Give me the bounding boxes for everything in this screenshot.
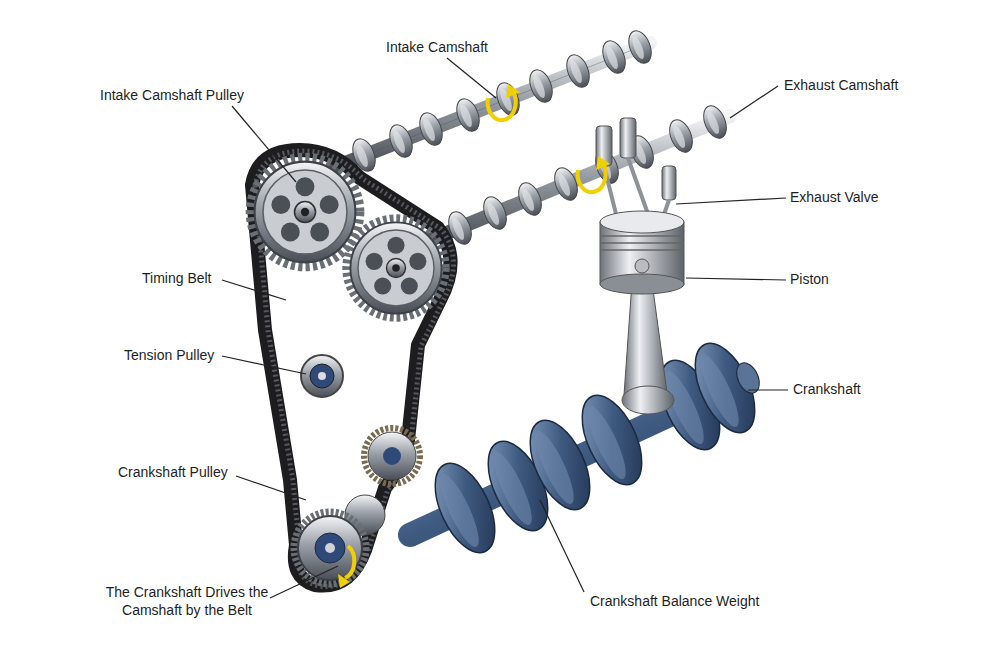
- intake-camshaft: [415, 110, 446, 149]
- part-label: Piston: [790, 270, 829, 288]
- tension-pulley: [310, 364, 334, 388]
- part-label: Timing Belt: [142, 269, 212, 287]
- leader-line: [222, 58, 788, 598]
- arrow-head: [338, 574, 350, 588]
- piston-assembly: [600, 242, 684, 244]
- piston-assembly: [622, 386, 674, 414]
- part-label: Intake Camshaft: [386, 38, 488, 56]
- arrow-head: [596, 156, 610, 170]
- crankshaft: [683, 334, 767, 441]
- intake-camshaft: [492, 80, 523, 119]
- part-label: Crankshaft: [793, 380, 861, 398]
- exhaust-camshaft: [665, 116, 696, 155]
- leader-line: [270, 566, 338, 598]
- piston-assembly: [600, 274, 684, 294]
- arrow-head: [506, 84, 520, 98]
- intake-camshaft: [335, 43, 650, 167]
- idler-gear: [368, 432, 416, 480]
- leader-line: [222, 356, 306, 374]
- part-label: Crankshaft Pulley: [118, 463, 228, 481]
- exhaust-camshaft: [699, 102, 730, 141]
- rotation-arrow: [345, 546, 354, 578]
- tension-pulley: [318, 372, 326, 380]
- leader-line: [222, 280, 286, 300]
- intake-camshaft: [562, 52, 593, 91]
- part-label: Exhaust Valve: [790, 188, 878, 206]
- crankshaft: [732, 359, 764, 396]
- part-label: Crankshaft Balance Weight: [590, 592, 759, 610]
- leader-line: [676, 198, 786, 204]
- valve-assembly: [662, 166, 676, 200]
- piston-assembly: [600, 211, 684, 233]
- leader-line: [447, 58, 496, 98]
- intake-camshaft: [598, 38, 629, 77]
- crankshaft-pulley: [294, 512, 366, 584]
- valve-assembly: [620, 118, 636, 158]
- piston-assembly: [600, 235, 684, 237]
- exhaust-camshaft: [514, 179, 545, 218]
- idler-gear: [364, 428, 420, 484]
- leader-line: [236, 476, 306, 500]
- crankshaft-pulley: [325, 543, 335, 553]
- intake-camshaft: [452, 96, 483, 135]
- idler-gear: [383, 447, 401, 465]
- leader-line: [730, 86, 778, 118]
- idler-gear: [364, 428, 420, 484]
- tension-pulley: [301, 355, 343, 397]
- crankshaft-pulley: [294, 495, 385, 584]
- part-label: Tension Pulley: [124, 346, 214, 364]
- leader-line: [748, 389, 788, 390]
- leader-line: [686, 278, 786, 280]
- part-label: The Crankshaft Drives the Camshaft by th…: [96, 583, 278, 619]
- engine-illustration: [347, 219, 446, 318]
- piston-assembly: [600, 249, 684, 251]
- exhaust-camshaft: [479, 193, 510, 232]
- part-label: Intake Camshaft Pulley: [100, 86, 244, 104]
- tension-pulley: [301, 355, 343, 397]
- intake-camshaft: [335, 28, 656, 175]
- intake-camshaft: [335, 43, 650, 167]
- crankshaft: [410, 334, 767, 561]
- exhaust-camshaft: [425, 116, 730, 242]
- engine-illustration: [250, 157, 359, 266]
- leader-line: [232, 106, 296, 182]
- piston-assembly: [624, 282, 668, 400]
- piston-assembly: [600, 211, 684, 414]
- intake-camshaft: [385, 122, 416, 161]
- part-label: Exhaust Camshaft: [784, 76, 898, 94]
- intake-camshaft: [624, 28, 655, 67]
- crankshaft-pulley: [315, 533, 345, 563]
- intake-camshaft: [525, 67, 556, 106]
- valve-assembly: [628, 158, 648, 214]
- exhaust-camshaft: [425, 102, 731, 247]
- leader-line: [540, 500, 584, 592]
- arrow-head: [338, 84, 610, 588]
- piston-assembly: [635, 259, 649, 273]
- rotation-arrow: [345, 90, 606, 578]
